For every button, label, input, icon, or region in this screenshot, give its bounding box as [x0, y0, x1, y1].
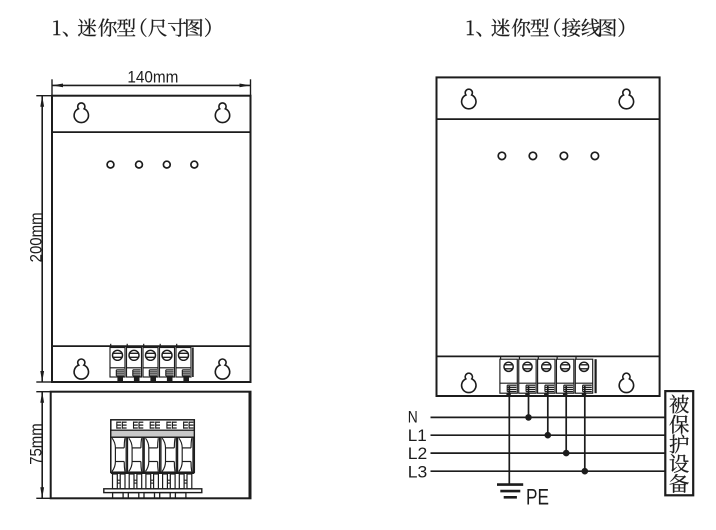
svg-text:L2: L2	[408, 445, 428, 463]
svg-text:PE: PE	[526, 484, 549, 509]
svg-text:140mm: 140mm	[127, 69, 178, 87]
svg-text:L1: L1	[408, 427, 427, 445]
svg-text:L3: L3	[408, 463, 428, 481]
svg-text:N: N	[408, 409, 418, 427]
svg-text:200mm: 200mm	[27, 212, 45, 262]
svg-text:75mm: 75mm	[27, 423, 45, 465]
